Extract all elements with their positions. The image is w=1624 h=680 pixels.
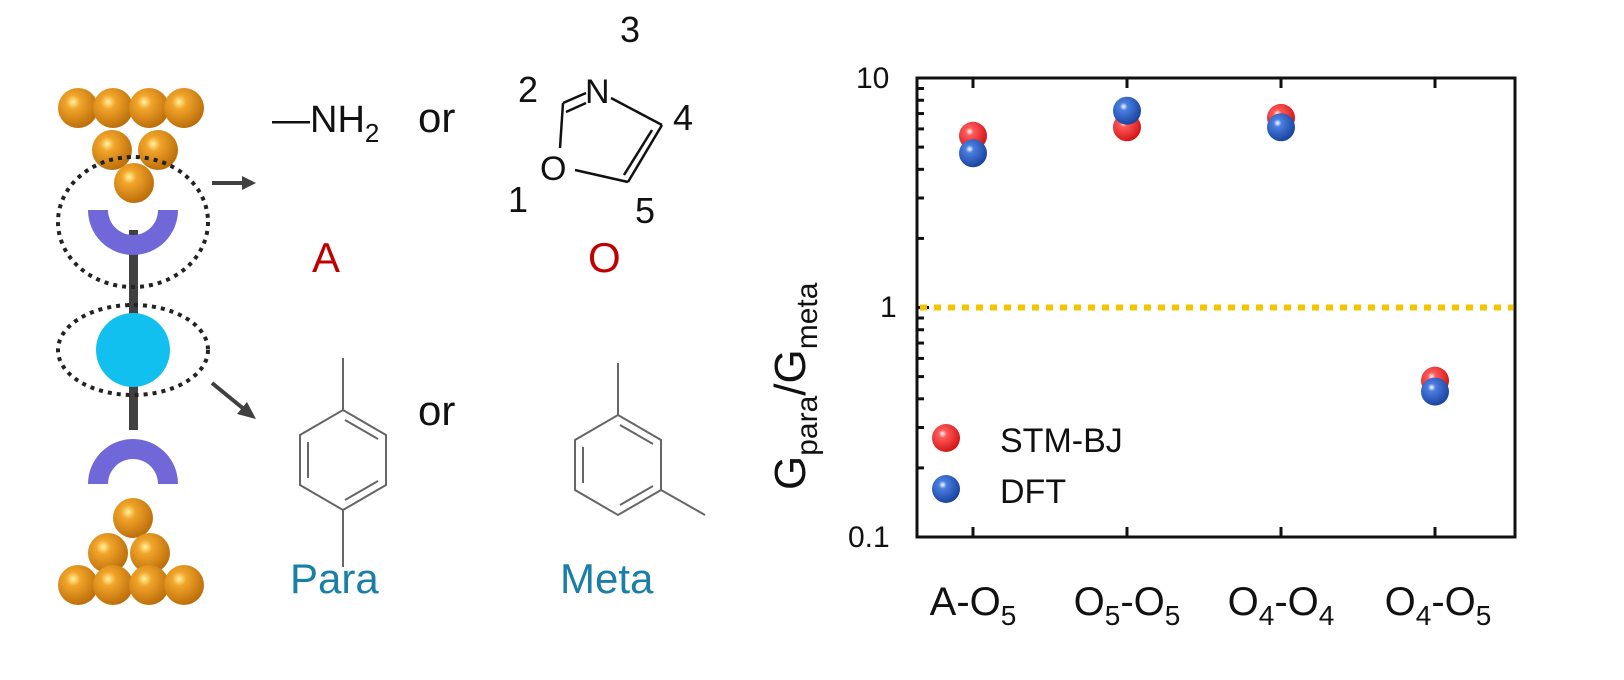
oxazole-structure [558,91,664,184]
x-axis-ticks [971,78,1437,537]
y-tick-label: 1 [880,291,897,324]
legend-label-stm-bj: STM-BJ [1000,422,1123,460]
x-tick-labels: A-O5 O5-O5 O4-O4 O4-O5 [930,580,1492,631]
meta-benzene-structure [574,363,706,517]
data-point-dft [1267,113,1295,142]
label-amine-a: A [312,234,340,281]
data-point-dft [959,139,987,168]
conductance-ratio-chart: 10 1 0.1 Gpara/Gmeta A-O5 O5-O5 O4-O4 O4… [766,62,1517,631]
position-label: 3 [620,9,640,50]
legend-label-dft: DFT [1000,473,1066,511]
x-tick-label: O4-O4 [1228,580,1335,631]
y-axis-label: Gpara/Gmeta [766,282,824,490]
para-benzene-structure [299,358,387,567]
top-anchor-cup [88,210,178,255]
x-tick-label: O4-O5 [1385,580,1492,631]
data-point-dft [1421,377,1449,406]
y-tick-label: 10 [856,62,889,95]
data-points [959,96,1449,406]
y-axis-ticks [917,87,929,539]
oxazole-oxygen: O [540,150,566,188]
position-label: 1 [508,179,528,220]
x-tick-label: O5-O5 [1074,580,1181,631]
top-gold-electrode [58,88,204,203]
position-label: 5 [635,190,655,231]
x-tick-label: A-O5 [930,580,1017,631]
data-point-dft [1113,96,1141,125]
or-text: or [418,94,455,141]
legend: STM-BJ DFT [932,422,1123,511]
core-highlight-ellipse [56,303,210,397]
arrow-icon [210,381,256,419]
bottom-gold-electrode [58,498,204,605]
legend-marker-stm-bj [932,424,960,452]
core-ring-circle [96,313,170,387]
label-oxazole-o: O [588,234,621,281]
anchor-highlight-ellipse [56,155,210,289]
position-label: 2 [518,69,538,110]
label-meta: Meta [560,555,654,602]
bottom-anchor-cup [88,439,178,484]
or-text: or [418,387,455,434]
y-tick-label: 0.1 [848,521,890,554]
legend-marker-dft [932,475,960,503]
amine-group: —NH2 [272,99,379,148]
molecular-junction-schematic [56,88,256,605]
label-para: Para [290,555,379,602]
position-label: 4 [673,97,693,138]
arrow-icon [212,176,256,190]
oxazole-nitrogen: N [585,73,610,111]
